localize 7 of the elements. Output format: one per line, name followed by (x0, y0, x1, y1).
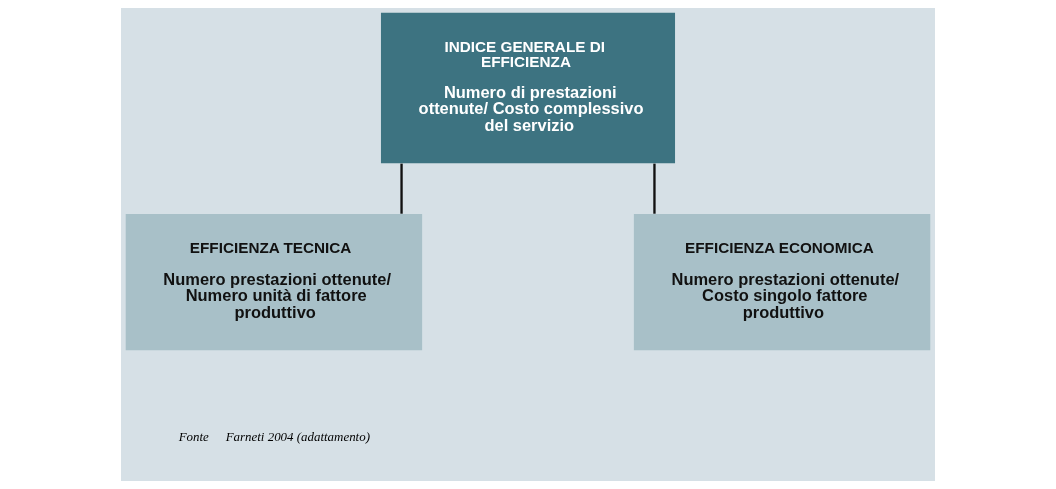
node-box: INDICE GENERALE DI EFFICIENZA Numero di prestazioni ottenute/ Costo complessivo del servizio (380, 12, 676, 164)
connector (400, 163, 403, 214)
node-box: EFFICIENZA ECONOMICA Numero prestazioni ottenute/ Costo singolo fattore produttivo (633, 213, 931, 351)
label: Fonte (178, 428, 209, 444)
node-box: EFFICIENZA TECNICA Numero prestazioni ottenute/ Numero unità di fattore produttivo (125, 213, 423, 351)
label: Farneti 2004 (adattamento) (225, 428, 370, 444)
connector (653, 163, 656, 214)
